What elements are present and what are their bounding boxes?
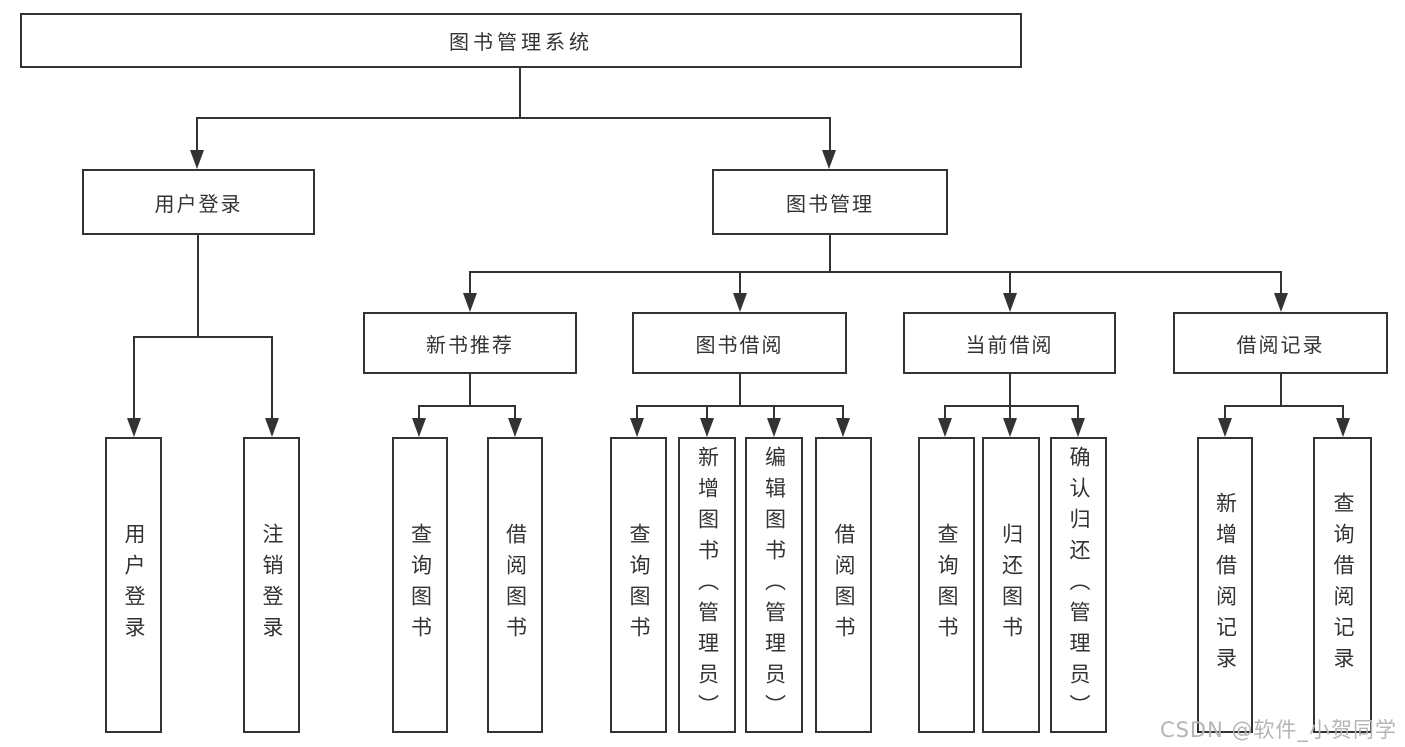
node-leaf-return-books: 归还图书: [982, 437, 1040, 733]
arrow-down-icon: [700, 418, 714, 437]
node-user-login-group: 用户登录: [82, 169, 315, 235]
node-label: 查询借阅记录: [1331, 492, 1355, 678]
connector-line: [1009, 405, 1011, 420]
connector-line: [519, 68, 521, 118]
arrow-down-icon: [1336, 418, 1350, 437]
arrow-down-icon: [508, 418, 522, 437]
connector-line: [133, 336, 135, 420]
connector-line: [739, 271, 741, 295]
node-book-borrowing: 图书借阅: [632, 312, 847, 374]
connector-line: [418, 405, 516, 407]
connector-line: [944, 405, 1079, 407]
connector-line: [271, 336, 273, 420]
node-leaf-logout: 注销登录: [243, 437, 300, 733]
arrow-down-icon: [1274, 293, 1288, 312]
connector-line: [1342, 405, 1344, 420]
node-label: 借阅记录: [1236, 332, 1325, 357]
node-leaf-query-books-1: 查询图书: [392, 437, 448, 733]
csdn-watermark: CSDN @软件_小贺同学: [1159, 718, 1397, 742]
node-label: 借阅图书: [832, 523, 856, 647]
node-label: 查询图书: [627, 523, 651, 647]
node-library-management-system: 图书管理系统: [20, 13, 1022, 68]
node-label: 借阅图书: [503, 523, 528, 647]
node-label: 新增图书（管理员）: [695, 445, 720, 725]
arrow-down-icon: [767, 418, 781, 437]
node-label: 确认归还（管理员）: [1067, 445, 1091, 725]
node-label: 用户登录: [154, 191, 243, 216]
node-leaf-query-books-3: 查询图书: [918, 437, 975, 733]
connector-line: [1224, 405, 1226, 420]
node-label: 当前借阅: [965, 332, 1054, 357]
connector-line: [1009, 271, 1011, 295]
node-leaf-add-borrow-record: 新增借阅记录: [1197, 437, 1253, 733]
connector-line: [773, 405, 775, 420]
connector-line: [469, 271, 471, 295]
connector-line: [636, 405, 638, 420]
node-label: 图书管理系统: [449, 30, 593, 54]
connector-line: [1280, 374, 1282, 407]
connector-line: [196, 117, 831, 119]
connector-line: [944, 405, 946, 420]
node-leaf-edit-books-admin: 编辑图书（管理员）: [745, 437, 803, 733]
node-leaf-confirm-return-admin: 确认归还（管理员）: [1050, 437, 1107, 733]
arrow-down-icon: [127, 418, 141, 437]
node-leaf-query-books-2: 查询图书: [610, 437, 667, 733]
node-label: 图书管理: [786, 191, 874, 216]
connector-line: [739, 374, 741, 407]
connector-line: [1077, 405, 1079, 420]
arrow-down-icon: [265, 418, 279, 437]
node-leaf-add-books-admin: 新增图书（管理员）: [678, 437, 736, 733]
node-leaf-query-borrow-record: 查询借阅记录: [1313, 437, 1372, 733]
node-label: 查询图书: [408, 523, 433, 647]
node-label: 编辑图书（管理员）: [762, 445, 787, 725]
connector-line: [469, 271, 1282, 273]
arrow-down-icon: [1003, 293, 1017, 312]
arrow-down-icon: [822, 150, 836, 169]
arrow-down-icon: [412, 418, 426, 437]
connector-line: [196, 117, 198, 152]
connector-line: [133, 336, 273, 338]
arrow-down-icon: [190, 150, 204, 169]
arrow-down-icon: [836, 418, 850, 437]
connector-line: [829, 117, 831, 152]
arrow-down-icon: [1218, 418, 1232, 437]
node-label: 新书推荐: [426, 332, 514, 357]
node-label: 新增借阅记录: [1213, 492, 1238, 678]
connector-line: [636, 405, 844, 407]
arrow-down-icon: [630, 418, 644, 437]
connector-line: [1280, 271, 1282, 295]
connector-line: [829, 235, 831, 273]
node-leaf-borrow-books-1: 借阅图书: [487, 437, 543, 733]
node-borrowing-records: 借阅记录: [1173, 312, 1388, 374]
arrow-down-icon: [1071, 418, 1085, 437]
node-label: 查询图书: [935, 523, 959, 647]
connector-line: [418, 405, 420, 420]
node-leaf-user-login: 用户登录: [105, 437, 162, 733]
arrow-down-icon: [733, 293, 747, 312]
node-label: 用户登录: [122, 523, 146, 647]
arrow-down-icon: [1003, 418, 1017, 437]
connector-line: [1224, 405, 1344, 407]
node-label: 归还图书: [999, 523, 1024, 647]
node-label: 图书借阅: [695, 332, 784, 357]
connector-line: [197, 235, 199, 338]
connector-line: [469, 374, 471, 407]
connector-line: [706, 405, 708, 420]
connector-line: [514, 405, 516, 420]
node-leaf-borrow-books-2: 借阅图书: [815, 437, 872, 733]
node-label: 注销登录: [260, 523, 284, 647]
arrow-down-icon: [938, 418, 952, 437]
connector-line: [1009, 374, 1011, 407]
connector-line: [842, 405, 844, 420]
node-book-management: 图书管理: [712, 169, 948, 235]
node-current-borrowing: 当前借阅: [903, 312, 1116, 374]
arrow-down-icon: [463, 293, 477, 312]
node-new-book-recommendation: 新书推荐: [363, 312, 577, 374]
